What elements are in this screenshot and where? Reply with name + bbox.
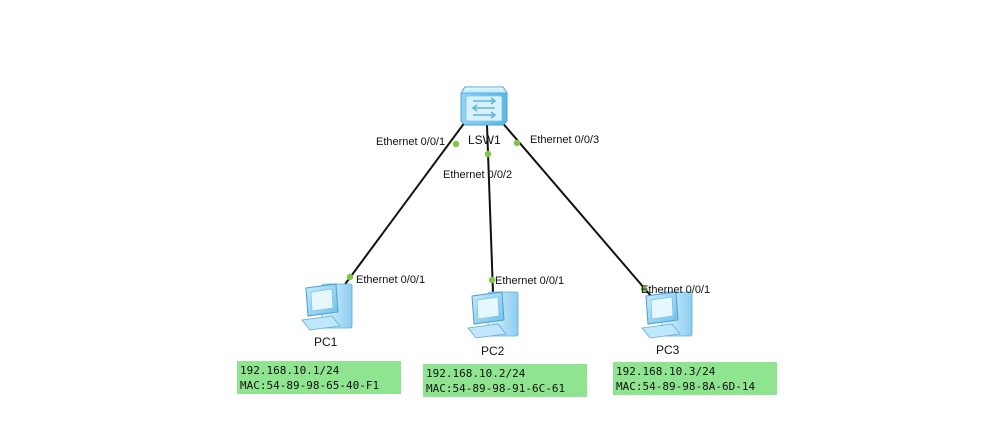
pc2-mac: MAC:54-89-98-91-6C-61 [426,382,566,395]
pc-icon-1[interactable] [301,283,353,331]
pc-icon-3[interactable] [641,291,693,339]
pc1-port-label: Ethernet 0/0/1 [356,274,425,286]
switch-port-label-1: Ethernet 0/0/1 [376,136,445,148]
pc2-info-box: 192.168.10.2/24 MAC:54-89-98-91-6C-61 [423,364,587,397]
port-dot-pc2[interactable] [488,276,496,284]
pc3-port-label: Ethernet 0/0/1 [641,284,710,296]
link-pc3[interactable] [499,119,652,297]
pc2-ip: 192.168.10.2/24 [426,367,526,380]
switch-port-label-3: Ethernet 0/0/3 [530,134,599,146]
pc2-label: PC2 [481,344,505,358]
pc-icon-2[interactable] [467,291,519,339]
pc3-mac: MAC:54-89-98-8A-6D-14 [616,380,756,393]
pc3-info-box: 192.168.10.3/24 MAC:54-89-98-8A-6D-14 [613,362,777,395]
pc1-ip: 192.168.10.1/24 [240,364,340,377]
port-dot-sw-3[interactable] [513,139,521,147]
port-dot-pc3[interactable] [640,285,648,293]
switch-port-label-2: Ethernet 0/0/2 [443,169,512,181]
pc3-label: PC3 [656,343,680,357]
pc1-label: PC1 [314,335,338,349]
port-dot-sw-1[interactable] [452,140,460,148]
pc1-info-box: 192.168.10.1/24 MAC:54-89-98-65-40-F1 [237,361,401,394]
pc2-port-label: Ethernet 0/0/1 [495,275,564,287]
switch-icon[interactable] [460,86,508,126]
link-pc1[interactable] [342,117,469,288]
switch-label: LSW1 [468,133,501,147]
port-dot-sw-2[interactable] [484,150,492,158]
pc3-ip: 192.168.10.3/24 [616,365,716,378]
link-pc2[interactable] [486,124,494,294]
pc1-mac: MAC:54-89-98-65-40-F1 [240,379,380,392]
port-dot-pc1[interactable] [346,273,354,281]
